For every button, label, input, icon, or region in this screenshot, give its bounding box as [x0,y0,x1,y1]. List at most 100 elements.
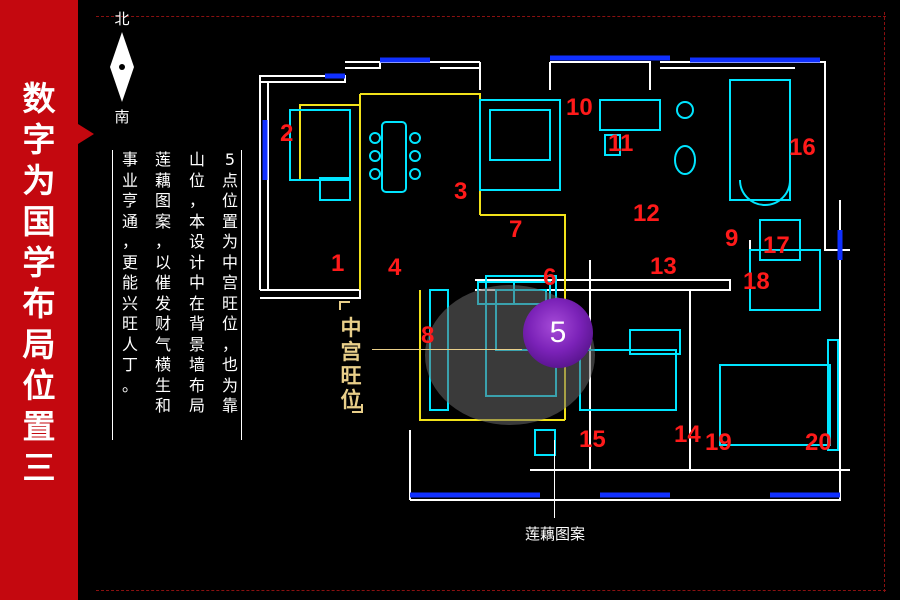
room-number: 12 [633,200,660,227]
note-char: 位 [221,191,238,210]
note-char: 靠 [221,396,238,415]
room-number: 17 [763,232,790,259]
note-char: 也 [221,355,238,374]
sidebar-title: 数 字 为 国 学 布 局 位 置 三 [0,78,78,488]
note-char: 局 [188,396,205,415]
note-char: 亨 [121,191,138,210]
room-number: 3 [454,178,468,205]
note-char: 事 [121,150,138,169]
note-char: 景 [188,334,205,354]
note-char: 置 [221,211,238,231]
note-char: 案 [154,211,171,231]
room-number: 20 [805,429,832,456]
title-char: 字 [22,120,56,159]
note-char: 在 [188,293,205,313]
room-number: 7 [509,216,523,243]
note-char: 和 [154,396,171,415]
note-char: 生 [154,375,171,395]
room-number: 8 [421,322,435,349]
title-char: 国 [22,202,56,241]
room-number: 6 [543,264,557,291]
center-marker [523,298,593,368]
note-char: 气 [154,334,171,354]
caption-divider [112,150,113,440]
lotus-caption: 莲藕图案 [524,525,585,543]
note-char: 计 [188,252,205,272]
title-char: 位 [22,366,56,405]
zhonggong-leader-line [372,349,522,350]
room-number: 16 [789,134,816,161]
note-char: 中 [188,273,205,292]
center-number: 5 [549,316,567,349]
note-char: ， [221,334,238,354]
note-char: 中 [221,252,238,272]
room-number: 10 [566,94,593,121]
note-char: 丁 [121,355,138,374]
frame-line-right [884,12,885,592]
title-char: 为 [22,161,56,200]
note-char: 旺 [221,293,238,313]
title-char: 布 [22,284,56,323]
note-char: ， [121,232,138,251]
title-char: 数 [22,79,56,118]
note-char: 位 [221,314,238,333]
note-char: 宫 [221,273,238,292]
note-char: 背 [188,314,205,333]
title-char: 学 [22,243,56,282]
room-number: 4 [388,254,402,281]
note-char: 发 [154,293,171,313]
note-char: 位 [188,170,205,190]
room-number: 9 [725,225,739,252]
note-char: 能 [121,273,138,292]
floor-plan [259,55,850,501]
room-number: 18 [743,268,770,295]
room-number: 14 [674,421,701,448]
lotus-leader-line [554,440,555,518]
compass: 北 南 [104,8,140,128]
note-char: 为 [221,375,238,395]
note-char: 业 [121,170,138,190]
note-char: 5 [224,150,236,169]
note-char: 。 [121,375,138,395]
title-char: 三 [22,448,56,487]
sidebar-pointer [78,124,94,144]
note-char: 财 [154,314,171,333]
frame-line-top [96,16,886,17]
note-char: ， [188,191,205,210]
zhonggong-label: 中 宫 旺 位 [336,316,366,412]
title-char: 局 [22,325,56,364]
note-char: 更 [121,252,138,272]
note-char: 为 [221,232,238,251]
room-number: 1 [331,250,345,277]
sidebar: 数 字 为 国 学 布 局 位 置 三 [0,0,78,600]
note-char: 设 [188,232,205,251]
room-number: 19 [705,429,732,456]
note-char: ， [154,232,171,251]
note-column: 山位，本设计中在背景墙布局 [186,150,208,417]
room-number: 15 [579,426,606,453]
note-char: 墙 [188,355,205,374]
note-char: 山 [188,150,205,169]
south-label: 南 [114,108,130,126]
note-column: 莲藕图案，以催发财气横生和 [152,150,174,417]
note-char: 横 [154,355,171,374]
note-char: 旺 [121,314,138,333]
note-char: 人 [121,334,138,354]
note-column: 事业亨通，更能兴旺人丁。 [119,150,141,396]
frame-line-bottom [96,590,886,591]
title-char: 置 [22,407,56,446]
room-number: 13 [650,253,677,280]
caption-divider [241,150,242,440]
zhonggong-char: 位 [340,387,362,412]
note-char: 布 [188,375,205,395]
note-char: 通 [121,211,138,231]
room-number: 2 [280,120,294,147]
note-char: 藕 [154,170,171,190]
zhonggong-char: 中 [340,315,362,340]
note-char: 以 [154,252,171,272]
note-char: 催 [154,273,171,292]
note-char: 点 [221,170,238,190]
note-char: 本 [188,211,205,231]
north-label: 北 [114,10,130,28]
